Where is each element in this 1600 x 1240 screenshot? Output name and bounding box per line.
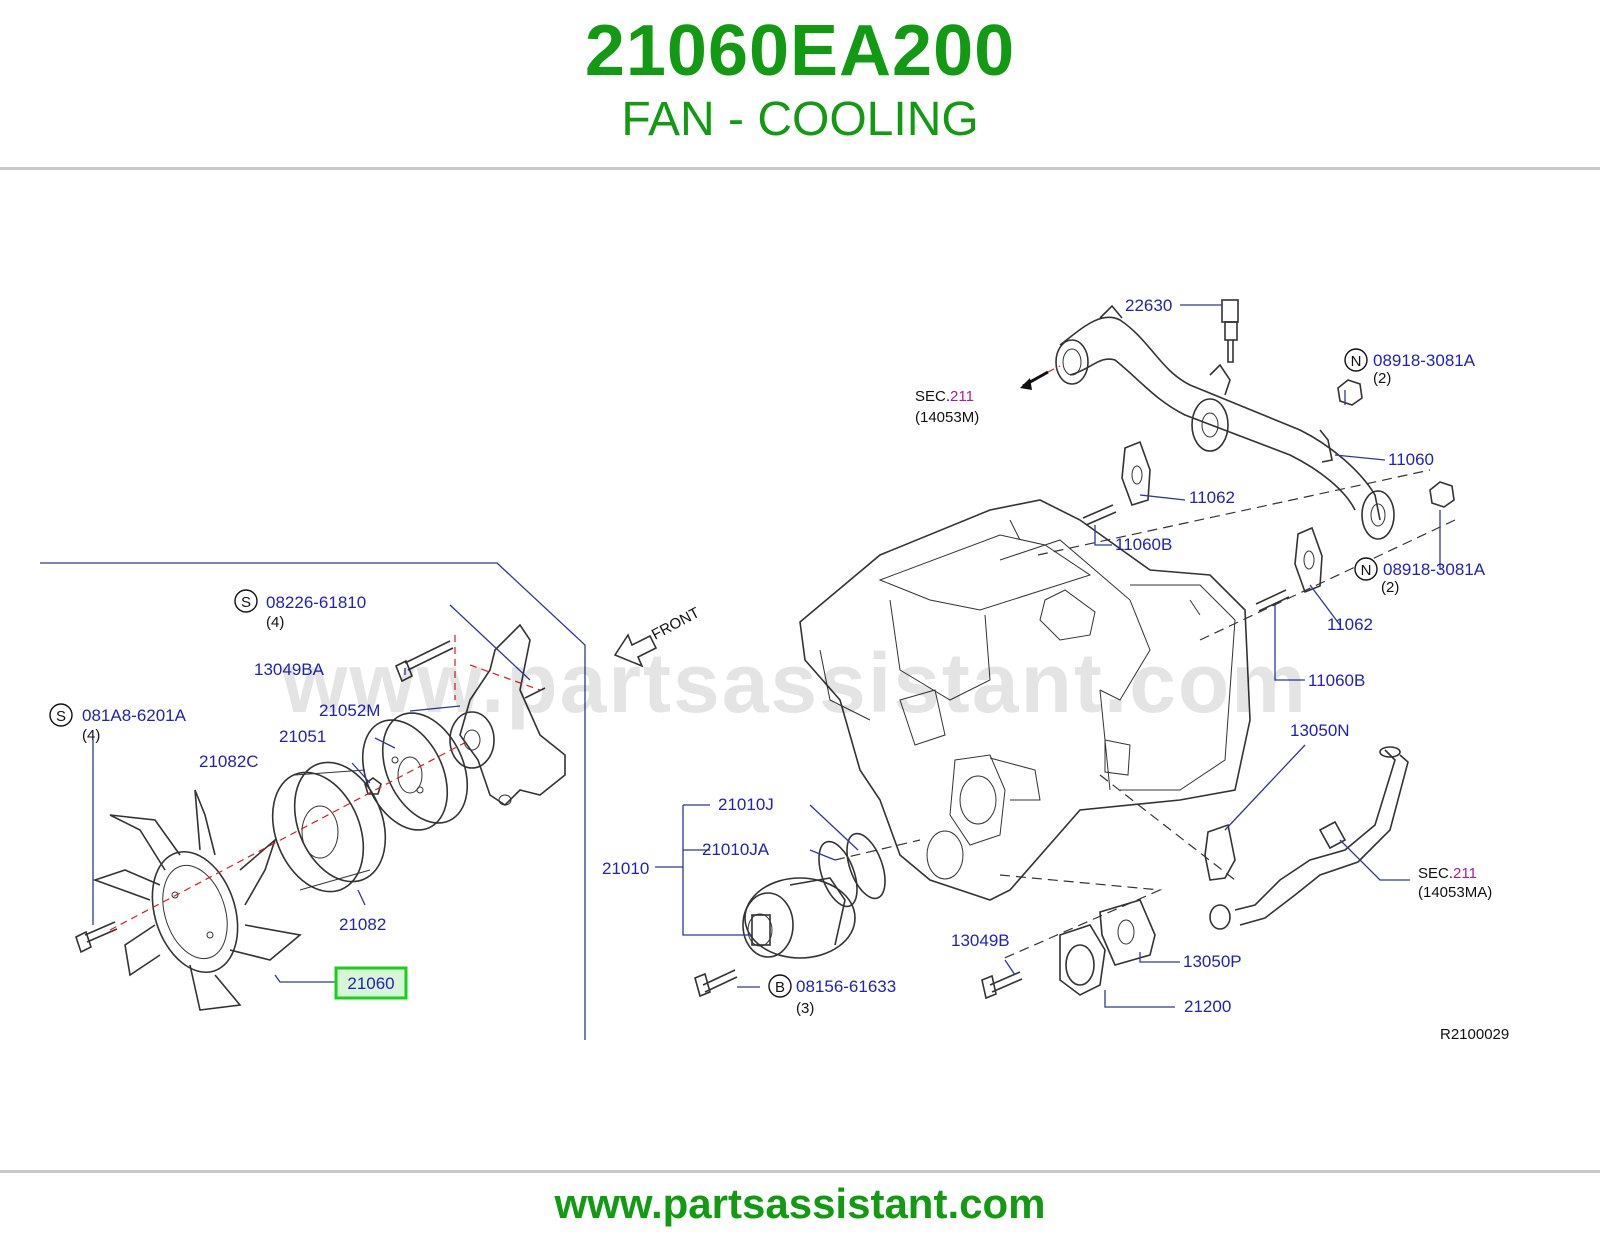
badge-s-081a8 xyxy=(49,703,73,727)
bolt-08156 xyxy=(694,969,738,998)
sec-top-label: SEC.211 xyxy=(915,388,974,405)
sec-arrow-icon xyxy=(1020,370,1049,390)
svg-text:S: S xyxy=(56,708,66,725)
label-21051[interactable]: 21051 xyxy=(279,727,326,746)
fan-coupling-21082 xyxy=(271,761,387,893)
label-21010ja[interactable]: 21010JA xyxy=(702,840,770,859)
badge-s-08226 xyxy=(234,589,258,613)
inlet-pipe-13050n xyxy=(1204,746,1409,930)
label-13049ba[interactable]: 13049BA xyxy=(254,660,325,679)
qty-08918-top: (2) xyxy=(1373,370,1391,387)
label-21010j[interactable]: 21010J xyxy=(718,795,774,814)
label-11062-bottom[interactable]: 11062 xyxy=(1327,615,1373,634)
sec-right-code: (14053MA) xyxy=(1418,884,1492,901)
thermostat-housing-21200 xyxy=(1059,924,1106,996)
label-21060[interactable]: 21060 xyxy=(347,974,394,993)
label-11062-top[interactable]: 11062 xyxy=(1189,488,1235,507)
fan-bracket-21052m xyxy=(449,623,566,807)
label-08918-3081a-bottom[interactable]: 08918-3081A xyxy=(1383,560,1486,579)
watermark: www.partsassistant.com xyxy=(281,636,1308,730)
label-08918-3081a-top[interactable]: 08918-3081A xyxy=(1373,351,1476,370)
o-ring-21010j xyxy=(846,832,886,900)
svg-text:N: N xyxy=(1361,562,1372,579)
sec-top-code: (14053M) xyxy=(915,409,979,426)
gasket-13050p xyxy=(1099,899,1156,966)
fan-21060 xyxy=(92,789,302,1011)
qty-08226: (4) xyxy=(266,614,284,631)
stud-11060b-a xyxy=(1082,504,1117,526)
reference-code: R2100029 xyxy=(1440,1026,1509,1043)
badge-n-08918-a xyxy=(1344,348,1368,372)
front-arrow-icon xyxy=(613,633,658,668)
sec-right-label: SEC.211 xyxy=(1418,865,1477,882)
bolt-08226 xyxy=(524,687,546,699)
badge-n-08918-b xyxy=(1354,557,1378,581)
label-11060b-top[interactable]: 11060B xyxy=(1115,535,1172,554)
label-13050p[interactable]: 13050P xyxy=(1183,952,1242,971)
label-21010[interactable]: 21010 xyxy=(602,859,649,878)
nut-08918-a xyxy=(1337,379,1363,406)
qty-08918-bottom: (2) xyxy=(1381,579,1399,596)
label-11060[interactable]: 11060 xyxy=(1388,450,1434,469)
part-name-subtitle: FAN - COOLING xyxy=(621,93,979,146)
bolt-081a8 xyxy=(75,921,118,954)
bolt-13049ba xyxy=(394,640,454,683)
gasket-11062-a xyxy=(1121,440,1151,506)
label-21052m[interactable]: 21052M xyxy=(319,701,380,720)
badge-b-08156 xyxy=(768,974,792,998)
label-22630[interactable]: 22630 xyxy=(1125,296,1172,315)
label-08226-61810[interactable]: 08226-61810 xyxy=(266,593,366,612)
stud-11060b-b xyxy=(1255,589,1290,612)
part-number-title: 21060EA200 xyxy=(584,11,1016,91)
qty-081a8: (4) xyxy=(82,727,100,744)
label-13050n[interactable]: 13050N xyxy=(1290,721,1350,740)
qty-08156: (3) xyxy=(796,1000,814,1017)
bolt-13049b xyxy=(981,971,1023,1000)
gasket-11062-b xyxy=(1294,526,1323,594)
water-pipe-11060 xyxy=(1055,304,1395,540)
nut-21082c xyxy=(364,777,382,795)
footer-divider xyxy=(0,1170,1600,1173)
engine-block xyxy=(799,499,1251,901)
leader-lines xyxy=(92,304,1441,1008)
nut-08918-b xyxy=(1429,481,1455,508)
label-21082[interactable]: 21082 xyxy=(339,915,386,934)
label-13049b[interactable]: 13049B xyxy=(951,931,1010,950)
svg-text:N: N xyxy=(1351,353,1362,370)
footer-url-link[interactable]: www.partsassistant.com xyxy=(554,1180,1046,1227)
o-ring-21010ja xyxy=(818,840,858,908)
header-divider xyxy=(0,167,1600,170)
highlighted-part-21060[interactable]: 21060 xyxy=(334,966,408,1000)
label-11060b-bottom[interactable]: 11060B xyxy=(1308,671,1365,690)
label-08156-61633[interactable]: 08156-61633 xyxy=(796,977,896,996)
label-21200[interactable]: 21200 xyxy=(1184,997,1231,1016)
svg-text:S: S xyxy=(241,594,251,611)
label-081a8-6201a[interactable]: 081A8-6201A xyxy=(82,706,187,725)
label-21082c[interactable]: 21082C xyxy=(199,752,259,771)
sensor-22630 xyxy=(1221,299,1239,363)
svg-text:B: B xyxy=(775,979,785,996)
water-pump-21010 xyxy=(742,877,856,959)
